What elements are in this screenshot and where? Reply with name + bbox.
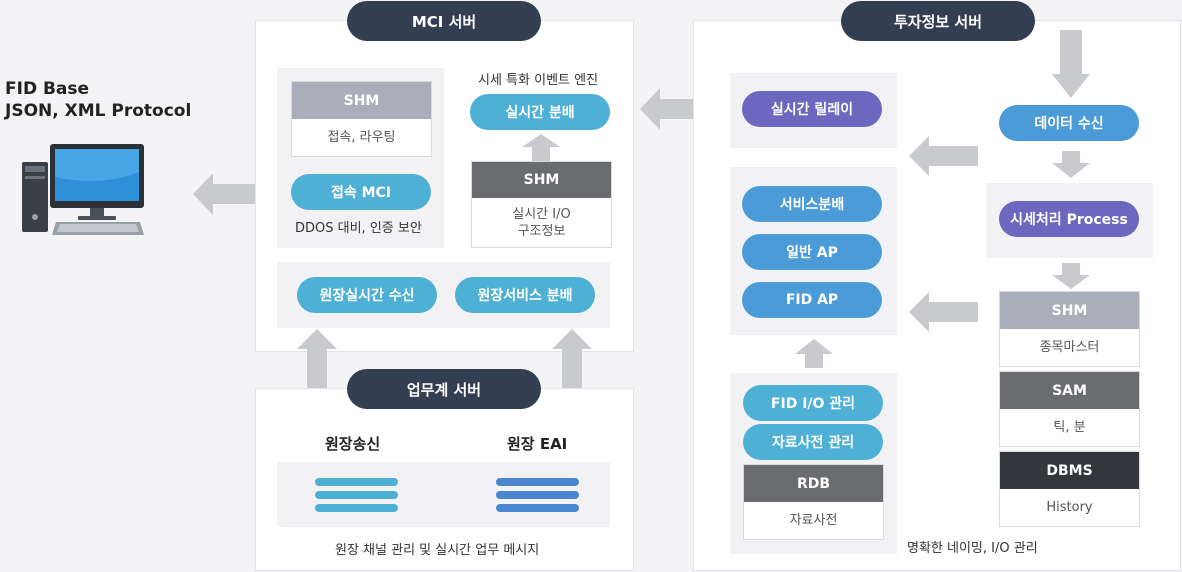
business-server-title: 업무계 서버 xyxy=(347,369,541,409)
arrow-down-into-receive xyxy=(1052,30,1090,98)
realtime-dist-pill: 실시간 분배 xyxy=(470,94,610,130)
realtime-relay-pill: 실시간 릴레이 xyxy=(742,91,882,127)
remote-realtime-pill: 원장실시간 수신 xyxy=(297,277,437,313)
mci-server-title: MCI 서버 xyxy=(347,1,541,41)
rdb-header: RDB xyxy=(744,465,883,502)
send-queue-bar-1 xyxy=(315,478,398,486)
arrow-left-storage-ap xyxy=(909,292,978,332)
remote-service-pill: 원장서비스 분배 xyxy=(455,277,595,313)
arrow-up-shm-realtime xyxy=(522,134,560,161)
connect-mci-pill: 접속 MCI xyxy=(291,174,431,210)
sam-header: SAM xyxy=(1000,372,1139,409)
mci-shm2-body-line1: 실시간 I/O xyxy=(512,206,571,222)
send-queue-bar-3 xyxy=(315,504,398,512)
remote-eai-label: 원장 EAI xyxy=(507,435,568,453)
desktop-computer-icon xyxy=(22,144,144,235)
ddos-label: DDOS 대비, 인증 보안 xyxy=(295,221,422,236)
arrow-up-dict-ap xyxy=(795,339,833,368)
protocol-label: FID Base JSON, XML Protocol xyxy=(5,78,191,122)
mci-shm2-header: SHM xyxy=(472,162,611,198)
engine-label: 시세 특화 이벤트 엔진 xyxy=(478,73,599,88)
dbms-body: History xyxy=(1046,500,1093,515)
eai-queue-bar-1 xyxy=(496,478,579,486)
send-queue-bar-2 xyxy=(315,491,398,499)
invest-shm-card: SHM 종목마스터 xyxy=(999,291,1140,367)
mci-shm2-body-line2: 구조정보 xyxy=(517,223,566,239)
double-arrow-client-mci xyxy=(193,173,285,215)
data-receive-pill: 데이터 수신 xyxy=(999,105,1139,141)
sam-body: 틱, 분 xyxy=(1053,420,1086,435)
protocol-line1: FID Base xyxy=(5,79,90,99)
eai-queue-bar-3 xyxy=(496,504,579,512)
invest-shm-header: SHM xyxy=(1000,292,1139,329)
invest-shm-body: 종목마스터 xyxy=(1039,340,1100,355)
rdb-body: 자료사전 xyxy=(789,513,838,528)
arrow-left-relay-mci xyxy=(640,88,708,130)
invest-server-title: 투자정보 서버 xyxy=(841,1,1035,41)
fid-io-pill: FID I/O 관리 xyxy=(743,385,883,421)
sam-card: SAM 틱, 분 xyxy=(999,371,1140,447)
mci-shm2-card: SHM 실시간 I/O 구조정보 xyxy=(471,161,612,248)
dbms-card: DBMS History xyxy=(999,451,1140,527)
mci-shm2-body: 실시간 I/O 구조정보 xyxy=(472,198,611,247)
arrow-down-process-shm xyxy=(1052,263,1090,289)
general-ap-pill: 일반 AP xyxy=(742,234,882,270)
arrow-down-receive-process xyxy=(1052,151,1090,178)
mci-shm-card: SHM 접속, 라우팅 xyxy=(291,81,432,157)
business-footer-label: 원장 채널 관리 및 실시간 업무 메시지 xyxy=(335,543,540,558)
dbms-header: DBMS xyxy=(1000,452,1139,489)
protocol-line2: JSON, XML Protocol xyxy=(5,101,192,121)
naming-label: 명확한 네이밍, I/O 관리 xyxy=(907,541,1038,556)
eai-queue-bar-2 xyxy=(496,491,579,499)
mci-shm-body: 접속, 라우팅 xyxy=(327,130,396,145)
rdb-card: RDB 자료사전 xyxy=(743,464,884,540)
fid-ap-pill: FID AP xyxy=(742,282,882,318)
remote-send-label: 원장송신 xyxy=(325,435,381,453)
arrow-left-process-relay xyxy=(909,136,978,176)
mci-shm-header: SHM xyxy=(292,82,431,119)
data-dict-mgmt-pill: 자료사전 관리 xyxy=(743,424,883,460)
service-dist-pill: 서비스분배 xyxy=(742,186,882,222)
quote-process-pill: 시세처리 Process xyxy=(999,201,1139,237)
